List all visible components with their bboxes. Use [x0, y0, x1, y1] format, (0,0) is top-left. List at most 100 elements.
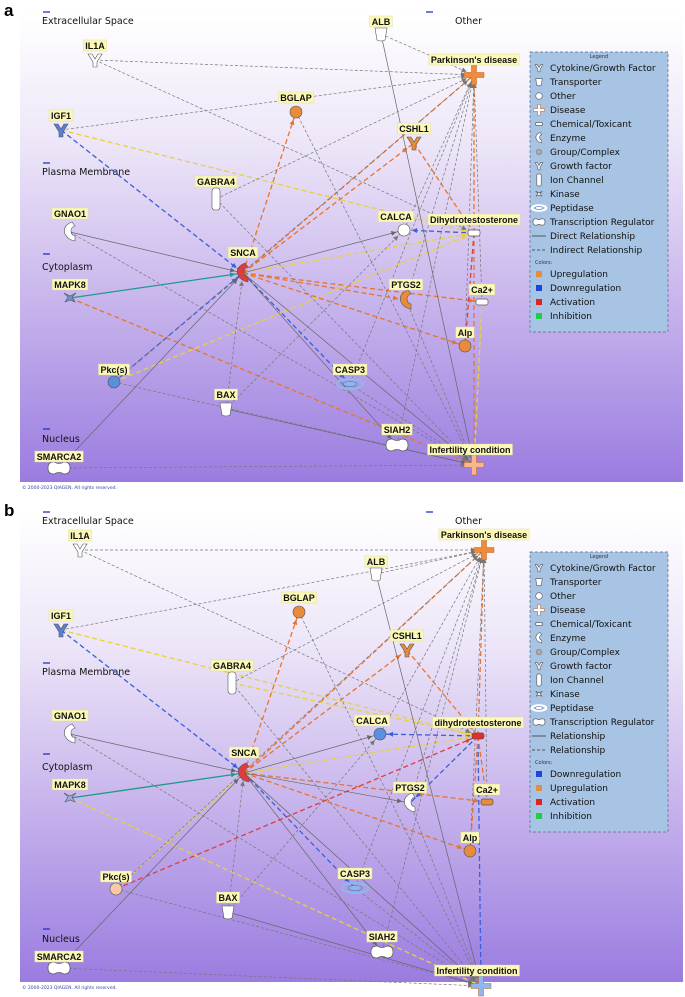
node-casp3[interactable]: CASP3: [332, 363, 368, 391]
node-snca[interactable]: SNCA: [229, 746, 259, 783]
edge-alb-pd: [380, 33, 475, 76]
edge-snca-ptgs2: [242, 272, 407, 301]
node-gabra4[interactable]: GABRA4: [210, 659, 254, 695]
node-casp3[interactable]: CASP3: [337, 867, 373, 895]
edge-arrowhead: [461, 456, 468, 462]
edge-casp3-pd: [354, 549, 485, 889]
legend-title: Legend: [590, 54, 608, 60]
node-label-background: [52, 278, 88, 291]
node-ptgs2[interactable]: PTGS2: [393, 781, 427, 813]
node-mapk8[interactable]: MAPK8: [52, 778, 88, 803]
edge-arrowhead: [471, 82, 477, 89]
node-cshl1[interactable]: CSHL1: [397, 122, 431, 151]
legend-item-transcription-regulator: Transcription Regulator: [532, 718, 655, 728]
node-label-background: [52, 778, 88, 791]
node-il1a-label: IL1A: [70, 531, 90, 541]
node-smarca2[interactable]: SMARCA2: [34, 950, 84, 975]
region-cytoplasm-label: Cytoplasm: [42, 262, 93, 273]
node-pkc[interactable]: Pkc(s): [98, 363, 130, 389]
node-calca[interactable]: CALCA: [378, 210, 414, 237]
node-label-background: [427, 213, 521, 226]
edge-smarca2-ic: [58, 464, 475, 469]
node-il1a[interactable]: IL1A: [83, 39, 107, 68]
legend-item-label: Chemical/Toxicant: [550, 120, 632, 130]
node-ic[interactable]: Infertility condition: [427, 443, 513, 476]
edge-arrowhead: [451, 339, 458, 345]
edge-snca-pkc: [115, 772, 245, 890]
legend-item-chemical-toxicant: Chemical/Toxicant: [535, 620, 632, 630]
legend-item-label: Group/Complex: [550, 648, 621, 658]
node-pd[interactable]: Parkinson's disease: [438, 528, 530, 561]
node-label-background: [460, 831, 480, 844]
node-label-background: [369, 15, 393, 28]
edge-arrowhead: [292, 619, 298, 626]
edge-pkc-dht: [113, 232, 475, 383]
node-ic[interactable]: Infertility condition: [434, 964, 520, 997]
node-bax[interactable]: BAX: [214, 388, 238, 417]
edge-arrowhead: [390, 230, 397, 236]
edge-gabra4-ic: [231, 682, 482, 987]
legend-item-kinase: Kinase: [535, 190, 580, 200]
node-dht[interactable]: dihydrotestosterone: [432, 716, 524, 740]
node-cshl1[interactable]: CSHL1: [390, 629, 424, 658]
node-ca2[interactable]: Ca2+: [473, 783, 501, 806]
node-alp[interactable]: Alp: [460, 831, 480, 858]
node-bax[interactable]: BAX: [216, 891, 240, 920]
legend-item-label: Relationship: [550, 746, 606, 756]
edge-arrowhead: [467, 982, 474, 988]
edge-arrowhead: [369, 740, 375, 746]
node-snca[interactable]: SNCA: [228, 246, 258, 283]
node-pkc-label: Pkc(s): [102, 872, 129, 882]
node-ptgs2[interactable]: PTGS2: [389, 278, 423, 310]
node-label-background: [390, 629, 424, 642]
node-mapk8-label: MAPK8: [54, 280, 86, 290]
edge-pkc-pd: [115, 549, 485, 890]
node-gnao1[interactable]: GNAO1: [51, 709, 89, 744]
node-dht[interactable]: Dihydrotestosterone: [427, 213, 521, 237]
node-label-background: [216, 891, 240, 904]
edge-gabra4-ic: [215, 198, 475, 466]
region-extracellular-label: Extracellular Space: [42, 516, 134, 527]
node-pkc[interactable]: Pkc(s): [100, 870, 132, 896]
node-pd[interactable]: Parkinson's disease: [428, 53, 520, 86]
node-calca[interactable]: CALCA: [354, 714, 390, 741]
legend-color-activation: Activation: [550, 798, 595, 808]
node-alp[interactable]: Alp: [455, 326, 475, 353]
edge-siah2-pd: [396, 74, 475, 446]
edge-igf1-snca: [60, 629, 245, 774]
node-igf1[interactable]: IGF1: [48, 109, 74, 138]
node-bglap[interactable]: BGLAP: [281, 591, 317, 619]
edge-bax-calca: [225, 229, 405, 410]
edge-igf1-pd: [60, 549, 485, 631]
node-bglap[interactable]: BGLAP: [278, 91, 314, 119]
node-siah2[interactable]: SIAH2: [381, 423, 413, 452]
node-mapk8[interactable]: MAPK8: [52, 278, 88, 303]
node-il1a[interactable]: IL1A: [68, 529, 92, 558]
legend-color-swatch: [536, 299, 542, 305]
edge-arrowhead: [230, 772, 237, 778]
node-smarca2[interactable]: SMARCA2: [34, 450, 84, 475]
node-igf1[interactable]: IGF1: [48, 609, 74, 638]
edge-bax-ic: [225, 408, 475, 466]
node-label-background: [281, 591, 317, 604]
node-alb[interactable]: ALB: [364, 555, 388, 582]
legend-item-group-complex: Group/Complex: [535, 648, 621, 658]
edge-snca-casp3: [242, 272, 351, 385]
node-label-background: [468, 283, 496, 296]
node-alb[interactable]: ALB: [369, 15, 393, 42]
node-gnao1[interactable]: GNAO1: [51, 207, 89, 242]
node-dht-label: dihydrotestosterone: [434, 718, 521, 728]
node-label-background: [48, 609, 74, 622]
legend-item-label: Peptidase: [550, 704, 594, 714]
node-label-background: [397, 122, 431, 135]
edge-arrowhead: [231, 263, 237, 269]
node-ic-label: Infertility condition: [437, 966, 518, 976]
node-bglap-label: BGLAP: [283, 593, 315, 603]
edge-dht-pd: [477, 549, 485, 737]
node-ca2[interactable]: Ca2+: [468, 283, 496, 306]
edge-il1a-dht: [79, 549, 479, 737]
node-gabra4[interactable]: GABRA4: [194, 175, 238, 211]
node-siah2[interactable]: SIAH2: [366, 930, 398, 959]
